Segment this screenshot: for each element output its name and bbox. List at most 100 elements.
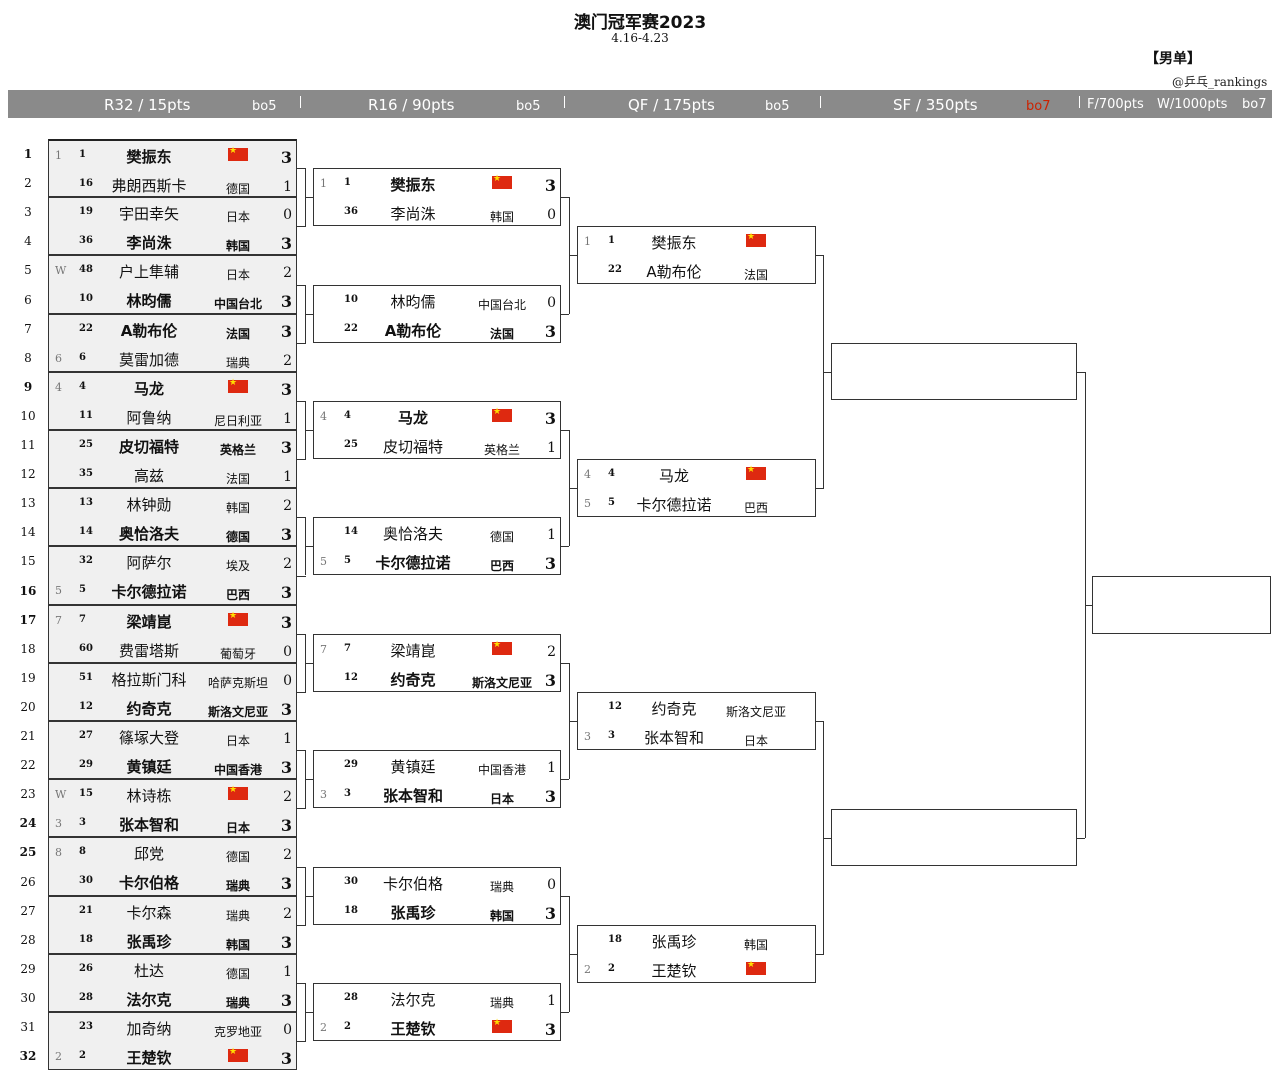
match-score: 3 [544,787,556,807]
player-slot[interactable]: 22王楚钦3 [314,1013,560,1042]
china-flag-icon [228,784,248,801]
row-number: 20 [20,699,36,714]
player-name: 林昀儒 [390,292,436,311]
world-rank: 5 [79,584,86,596]
match-score: 0 [547,207,556,224]
player-slot[interactable]: 44马龙3 [314,402,560,431]
round-label-qf: QF / 175pts [628,96,715,114]
player-country: 韩国 [489,908,514,923]
seed: 7 [55,613,62,627]
player-name: 皮切福特 [382,437,443,456]
seed: 4 [320,409,327,423]
seed: 1 [55,149,62,162]
bracket-line [561,662,569,664]
player-slot[interactable]: 11樊振东3 [49,141,296,170]
row-number: 17 [19,612,37,627]
player-name: 法尔克 [390,990,436,1009]
bracket-line [569,895,570,1012]
player-slot[interactable]: 77梁靖崑2 [314,635,560,664]
match-score: 3 [280,148,292,167]
player-country: 韩国 [225,239,250,254]
player-slot[interactable]: 44马龙3 [49,373,296,402]
china-flag-icon [492,173,512,190]
china-flag-icon [746,231,766,248]
bracket-line [297,924,306,926]
player-slot[interactable]: W15林诗栋2 [49,780,296,809]
seed: 4 [55,380,62,394]
world-rank: 1 [608,235,615,247]
qf-match: 11樊振东22A勒布伦法国 [577,226,816,285]
bracket-line [561,546,569,548]
round-bo-qf: bo5 [765,99,790,114]
world-rank: 2 [608,962,615,974]
world-rank: 51 [79,671,93,683]
player-country: 中国香港 [477,763,526,778]
match-score: 0 [283,643,292,660]
round-separator [564,96,565,108]
bracket-line [297,808,306,810]
bracket-line [297,982,306,984]
player-slot[interactable]: 22王楚钦3 [49,1042,296,1071]
world-rank: 30 [344,875,358,887]
match-score: 2 [547,643,556,660]
player-slot[interactable]: 11樊振东3 [314,169,560,198]
bracket-line [305,662,313,664]
bracket-line [569,721,577,722]
world-rank: 22 [79,322,93,334]
china-flag-icon [228,610,248,626]
r32-match: 44马龙311阿鲁纳尼日利亚1 [48,371,297,431]
player-name: 马龙 [397,408,428,427]
row-number: 32 [19,1049,37,1064]
player-slot[interactable]: 77梁靖崑3 [49,606,296,635]
player-name: 李尚洙 [126,234,172,253]
